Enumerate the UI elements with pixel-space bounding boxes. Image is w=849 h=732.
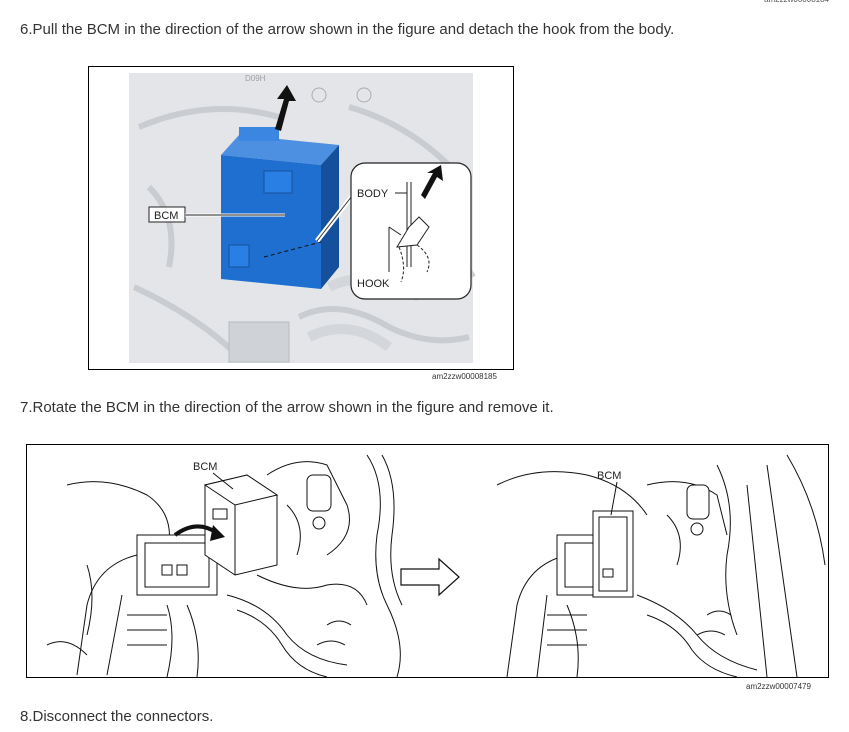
body-label: BODY	[357, 188, 389, 200]
left-drawing	[46, 454, 403, 677]
bcm-rotate-illustration: BCM BCM	[46, 454, 826, 677]
bcm-unit	[221, 127, 339, 289]
figure-bcm-pull: D09H BODY HOOK	[88, 66, 514, 370]
right-drawing	[496, 454, 826, 677]
bcm-label: BCM	[154, 210, 178, 222]
figure2-code: am2zzw00007479	[746, 682, 811, 691]
step-7-text: 7.Rotate the BCM in the direction of the…	[20, 399, 554, 416]
bcm-label-left: BCM	[193, 461, 217, 473]
bcm-label-right: BCM	[597, 470, 621, 482]
step-8-text: 8.Disconnect the connectors.	[20, 708, 214, 725]
hook-label: HOOK	[357, 278, 390, 290]
figure1-code: am2zzw00008185	[432, 372, 497, 381]
next-step-arrow	[400, 557, 460, 597]
step-6-text: 6.Pull the BCM in the direction of the a…	[20, 21, 675, 38]
svg-text:D09H: D09H	[245, 74, 266, 83]
top-figure-code: am2zzw00008184	[764, 0, 829, 4]
callout-arrow	[421, 165, 443, 199]
bcm-pull-illustration: D09H BODY HOOK	[129, 73, 476, 363]
pull-arrow	[275, 85, 296, 131]
figure-bcm-rotate: BCM BCM	[26, 444, 829, 678]
